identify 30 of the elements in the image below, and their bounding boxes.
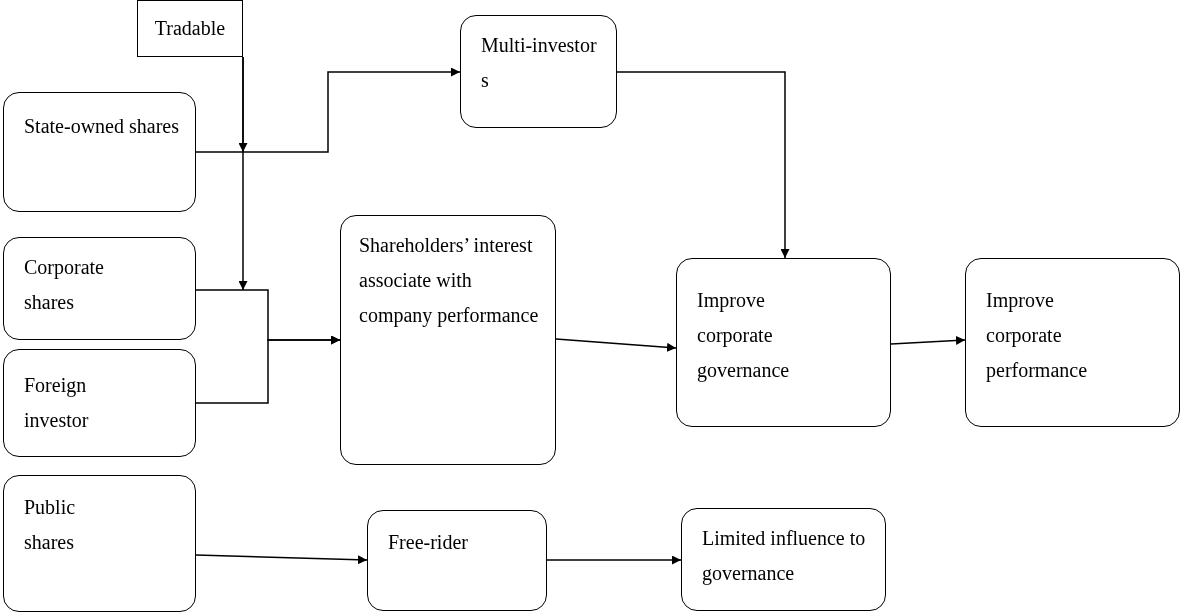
node-label: Free-rider bbox=[388, 530, 468, 555]
process-box bbox=[367, 510, 547, 611]
arrow bbox=[195, 335, 341, 404]
process-box bbox=[3, 349, 196, 457]
node-label: Multi-investors bbox=[481, 33, 598, 93]
arrow bbox=[195, 67, 461, 153]
process-box bbox=[3, 237, 196, 340]
node-label: Foreign investor bbox=[24, 373, 90, 433]
arrow bbox=[616, 71, 790, 259]
process-box bbox=[3, 475, 196, 612]
process-box bbox=[340, 215, 556, 465]
node-label: Corporate shares bbox=[24, 255, 105, 315]
process-box bbox=[676, 258, 891, 427]
arrow bbox=[546, 555, 682, 565]
node-label: Public shares bbox=[24, 495, 77, 555]
arrow bbox=[238, 56, 248, 291]
node-label: State-owned shares bbox=[24, 114, 179, 139]
node-label: Shareholders’ interest associate with company performance bbox=[359, 233, 540, 329]
process-box bbox=[681, 508, 886, 611]
arrow bbox=[555, 338, 677, 352]
node-label: Tradable bbox=[154, 16, 226, 41]
arrow bbox=[890, 336, 966, 345]
process-box bbox=[3, 92, 196, 212]
process-box bbox=[460, 15, 617, 128]
node-label: Improve corporate governance bbox=[697, 288, 791, 384]
arrow bbox=[195, 554, 368, 565]
node-label: Limited influence to governance bbox=[702, 526, 867, 587]
node-label: Improve corporate performance bbox=[986, 288, 1089, 384]
label-box bbox=[137, 0, 243, 57]
process-box bbox=[965, 258, 1180, 427]
